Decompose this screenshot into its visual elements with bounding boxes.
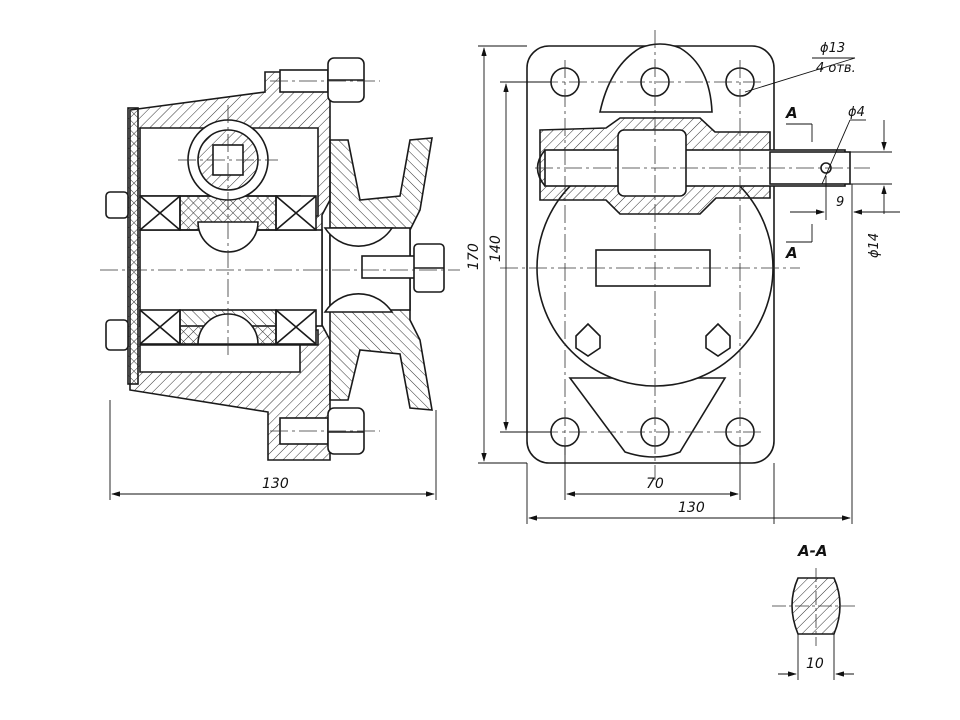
section-aa-title: A-A bbox=[797, 542, 827, 560]
section-aa bbox=[772, 568, 856, 680]
shaft-dia-label: ϕ14 bbox=[867, 233, 882, 258]
front-centerlines bbox=[100, 80, 460, 432]
ball-right-lower bbox=[323, 293, 394, 313]
front-width-label: 130 bbox=[262, 476, 289, 492]
hex-bolt-left bbox=[575, 322, 601, 357]
section-mark-top: A bbox=[785, 104, 798, 122]
ball-lower bbox=[197, 313, 259, 345]
height-holes-label: 140 bbox=[488, 235, 504, 262]
front-section-view bbox=[100, 57, 460, 500]
section-mark-bottom: A bbox=[785, 244, 798, 262]
worm-key bbox=[617, 129, 687, 197]
plan-view bbox=[478, 30, 900, 524]
width-overall-label: 130 bbox=[678, 500, 705, 516]
front-screw-top bbox=[105, 191, 129, 219]
hole-count-label: 4 отв. bbox=[816, 61, 856, 76]
front-cover bbox=[127, 107, 139, 385]
pin-dia-label: ϕ4 bbox=[848, 105, 865, 120]
height-overall-label: 170 bbox=[466, 243, 482, 270]
hole-dia-label: ϕ13 bbox=[820, 41, 845, 56]
pin-offset-label: 9 bbox=[836, 195, 844, 210]
bottom-bracket bbox=[568, 377, 727, 458]
front-width-dimension bbox=[109, 400, 437, 500]
ball-right bbox=[323, 227, 394, 247]
plan-dimensions bbox=[478, 45, 900, 524]
plan-centerlines bbox=[500, 30, 870, 480]
front-screw-bottom bbox=[105, 319, 129, 351]
output-shaft bbox=[361, 255, 417, 279]
section-width-label: 10 bbox=[806, 656, 824, 672]
hex-bolt-right bbox=[705, 322, 731, 357]
hole-spacing-label: 70 bbox=[646, 476, 664, 492]
